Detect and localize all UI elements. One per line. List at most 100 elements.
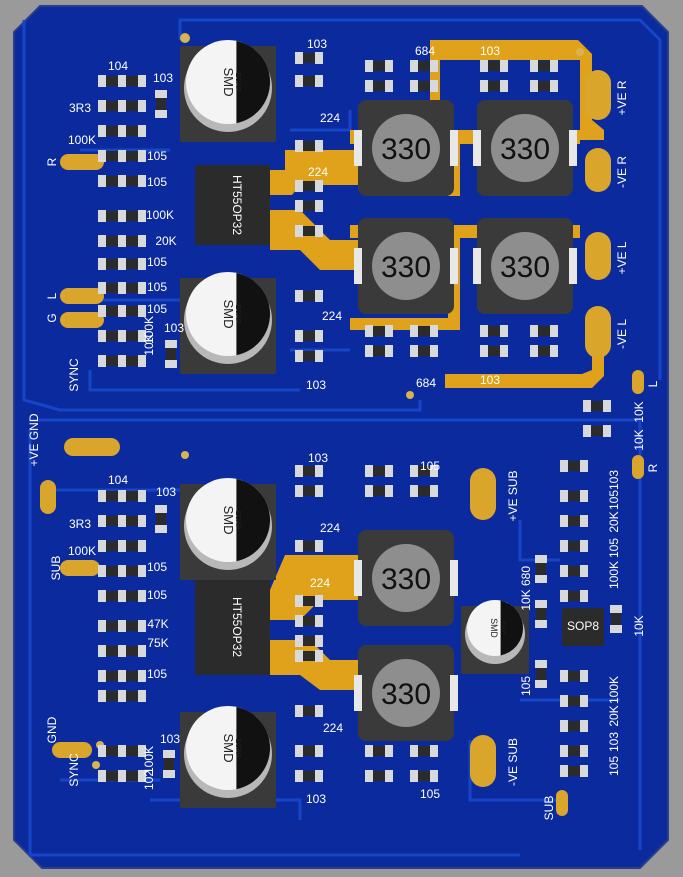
lbl-20k-a: 20K (155, 234, 176, 248)
smd-resistor (365, 770, 393, 782)
smd-resistor (118, 540, 146, 552)
smd-resistor (118, 620, 146, 632)
lbl-105-f: 105 (147, 560, 167, 574)
lbl-side-l: L (45, 292, 59, 299)
smd-resistor (410, 345, 438, 357)
smd-resistor (480, 60, 508, 72)
lbl-224-b: 224 (308, 165, 328, 179)
smd-resistor (295, 180, 323, 192)
smd-resistor (295, 225, 323, 237)
lbl-100k-a: 100K (68, 133, 96, 147)
smd-resistor (118, 670, 146, 682)
lbl-sub-b: SUB (542, 796, 556, 821)
smd-resistor (118, 355, 146, 367)
smd-resistor (295, 595, 323, 607)
lbl-105-g: 105 (147, 588, 167, 602)
lbl-103-b: 103 (153, 71, 173, 85)
smd-resistor (560, 695, 588, 707)
smd-resistor (295, 650, 323, 662)
lbl-100k-b: 100K (146, 208, 174, 222)
lbl-105-d: 105 (147, 280, 167, 294)
smd-resistor (295, 745, 323, 757)
smd-resistor (365, 745, 393, 757)
lbl-224-a: 224 (320, 111, 340, 125)
smd-resistor (118, 75, 146, 87)
ic-sop8: SOP8 (562, 608, 604, 646)
lbl-224-f: 224 (323, 721, 343, 735)
smd-resistor (560, 515, 588, 527)
lbl-10k-c: 10K (142, 334, 156, 355)
smd-resistor (295, 75, 323, 87)
lbl-r-20k: 20K (607, 511, 621, 532)
smd-resistor (295, 200, 323, 212)
smd-resistor (295, 465, 323, 477)
lbl-103-j: 103 (160, 732, 180, 746)
power-inductor: 330 (473, 100, 577, 196)
smd-resistor (118, 330, 146, 342)
smd-resistor (118, 590, 146, 602)
lbl-sync-b: SYNC (67, 753, 81, 787)
smd-resistor (560, 460, 588, 472)
smd-resistor (295, 330, 323, 342)
smd-resistor (118, 305, 146, 317)
smd-resistor (295, 770, 323, 782)
connector-pads (40, 70, 644, 816)
cap-marking: SMD (221, 67, 236, 96)
smd-resistor (118, 175, 146, 187)
smd-resistor (530, 325, 558, 337)
ic-top: HT55OP32 (195, 165, 270, 245)
inductor-value: 330 (500, 251, 550, 284)
smd-resistor (410, 60, 438, 72)
smd-resistor (118, 770, 146, 782)
lbl-680: 680 (519, 566, 533, 586)
smd-resistor (410, 80, 438, 92)
ic-bottom: HT55OP32 (195, 580, 270, 675)
smd-resistor (118, 645, 146, 657)
smd-resistor (295, 705, 323, 717)
smd-resistor (165, 340, 177, 368)
smd-resistor (295, 615, 323, 627)
lbl-47k: 47K (147, 617, 168, 631)
smd-resistor (118, 100, 146, 112)
lbl-105-h: 105 (147, 667, 167, 681)
lbl-105-b: 105 (147, 175, 167, 189)
silkscreen-labels: 104 3R3 100K 105 105 100K 20K 105 105 10… (27, 37, 660, 820)
lbl-100k-e: 100K (142, 746, 156, 774)
cap-marking: SMD (221, 299, 236, 328)
inductor-value: 330 (381, 563, 431, 596)
lbl-10k-d: 10K (519, 589, 533, 610)
lbl-10k-a: 10K (632, 401, 646, 422)
power-inductor: 330 (354, 530, 458, 626)
power-inductor: 330 (354, 100, 458, 196)
smd-resistor (295, 140, 323, 152)
lbl-ve-r-plus: +VE R (615, 80, 629, 115)
ic-bottom-label: HT55OP32 (230, 597, 244, 657)
lbl-3r3-b: 3R3 (69, 517, 91, 531)
smd-resistor (118, 125, 146, 137)
inductor-value: 330 (381, 133, 431, 166)
lbl-r-103: 103 (607, 470, 621, 490)
smd-resistor (118, 282, 146, 294)
lbl-105-k: 105 (519, 676, 533, 696)
lbl-103-g: 103 (156, 485, 176, 499)
lbl-103-d: 103 (480, 373, 500, 387)
lbl-104-b: 104 (108, 473, 128, 487)
smd-resistor (410, 325, 438, 337)
lbl-684-a: 684 (415, 44, 435, 58)
smd-resistor (410, 770, 438, 782)
smd-resistor (560, 670, 588, 682)
lbl-r-105b: 105 (607, 538, 621, 558)
lbl-ve-l-minus: -VE L (615, 319, 629, 349)
lbl-ve-gnd: +VE GND (27, 413, 41, 466)
smd-resistor (560, 745, 588, 757)
lbl-ve-l-plus: +VE L (615, 241, 629, 274)
smd-resistor (560, 720, 588, 732)
lbl-103-i: 103 (306, 792, 326, 806)
smd-resistor (295, 290, 323, 302)
lbl-224-e: 224 (310, 576, 330, 590)
smd-resistor (535, 600, 547, 628)
lbl-103-f: 103 (164, 321, 184, 335)
